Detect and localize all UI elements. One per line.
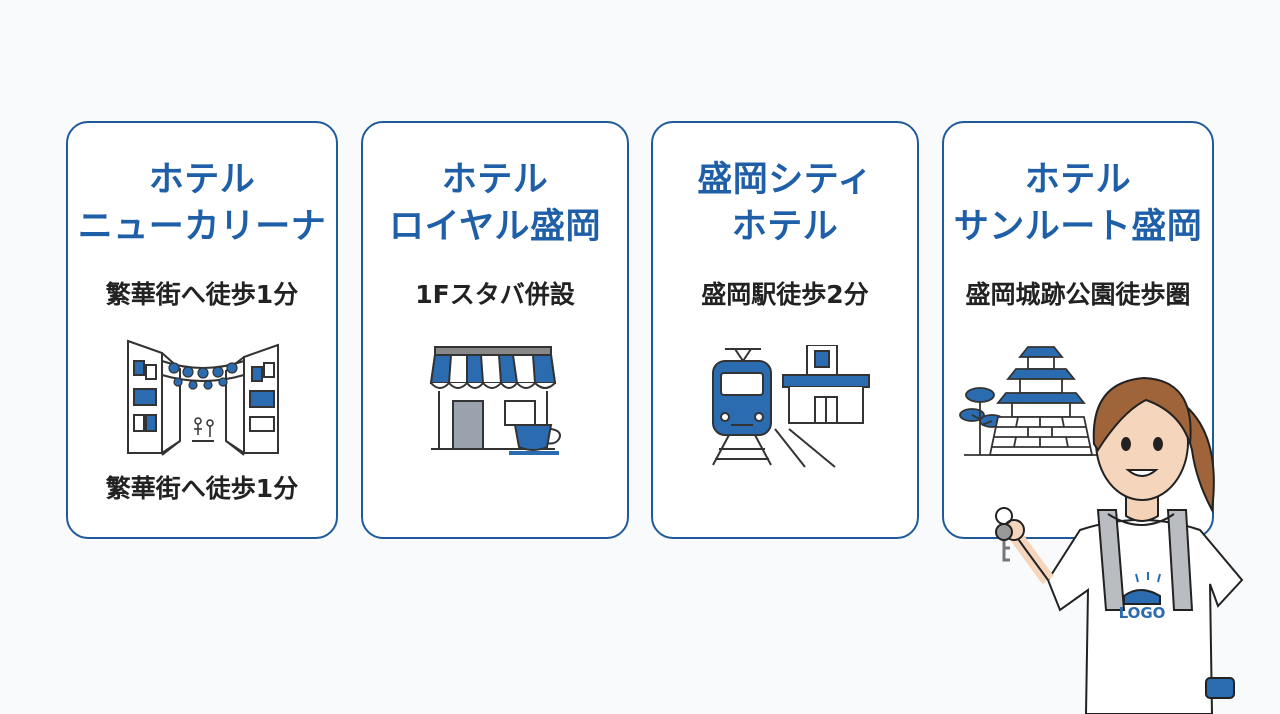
hotel-feature: 1Fスタバ併設 [415,280,575,309]
hotel-card-royal-morioka[interactable]: ホテル ロイヤル盛岡 1Fスタバ併設 [361,121,629,539]
castle-icon [959,346,1108,456]
hotel-feature: 繁華街へ徒歩1分 [105,280,299,309]
hotel-feature: 盛岡駅徒歩2分 [701,280,869,309]
cafe-storefront-icon [429,346,561,455]
hotel-name: ホテル ロイヤル盛岡 [389,160,601,247]
train-station-icon [712,345,870,468]
hotel-feature: 盛岡城跡公園徒歩圏 [965,280,1191,309]
hotel-name: 盛岡シティ ホテル [697,160,873,247]
hotel-feature-caption: 繁華街へ徒歩1分 [105,474,299,503]
hotel-card-new-carina[interactable]: ホテル ニューカリーナ 繁華街へ徒歩1分 [66,121,338,539]
hotel-name: ホテル サンルート盛岡 [953,160,1203,247]
hotel-name: ホテル ニューカリーナ [77,160,327,247]
shirt-logo-text: LOGO [1119,604,1166,622]
hotel-staff-with-key-icon: LOGO [995,376,1244,714]
shopping-street-icon [127,339,279,456]
hotel-card-morioka-city[interactable]: 盛岡シティ ホテル 盛岡駅徒歩2分 [651,121,919,539]
